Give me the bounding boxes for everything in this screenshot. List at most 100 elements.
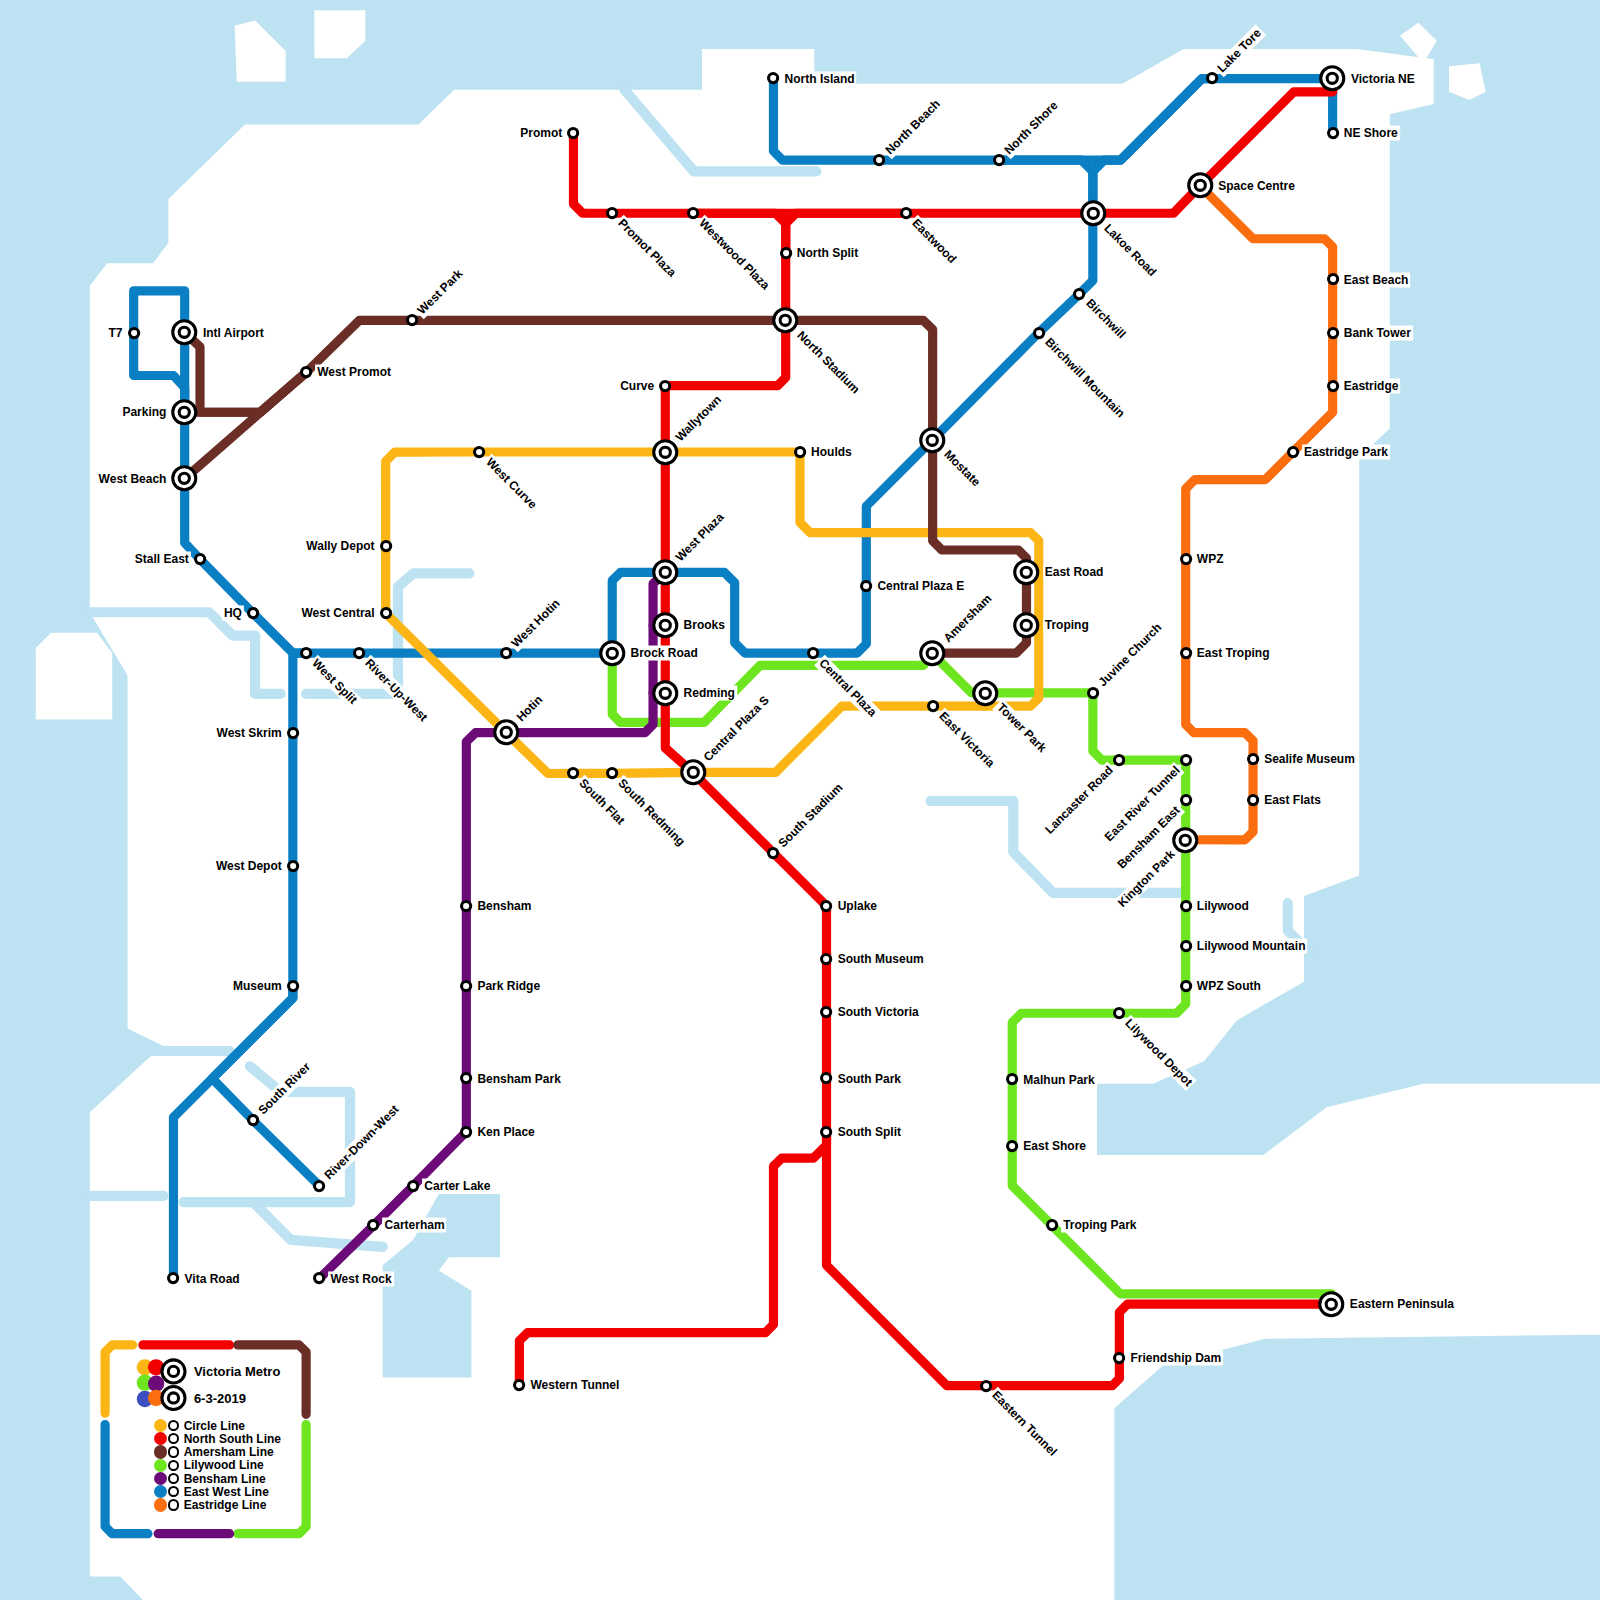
- marker-ring: [774, 309, 797, 332]
- line-segment: [1039, 294, 1080, 333]
- station-marker: [460, 1072, 472, 1084]
- station: Uplake: [820, 900, 832, 912]
- frame-line: [238, 1345, 306, 1414]
- station: Eastern Tunnel: [980, 1380, 992, 1392]
- station-name: Brooks: [682, 618, 727, 633]
- station-marker: [993, 154, 1005, 166]
- line-segment: [665, 572, 813, 653]
- marker-ring: [1021, 567, 1031, 577]
- station: Promot: [567, 127, 579, 139]
- station: East Shore: [1006, 1140, 1018, 1152]
- marker-ring: [1034, 328, 1043, 337]
- station: East Victoria: [927, 700, 939, 712]
- marker-ring: [607, 648, 617, 658]
- marker-ring: [809, 648, 818, 657]
- marker-ring: [248, 1116, 257, 1125]
- station-marker: [606, 207, 618, 219]
- station: Troping Park: [1046, 1219, 1058, 1231]
- legend-text: Lilywood Line: [184, 1459, 264, 1472]
- legend-text: North South Line: [184, 1432, 281, 1445]
- line-segment: [822, 1079, 831, 1132]
- legend-swatch: [154, 1472, 167, 1485]
- marker-ring: [1088, 688, 1097, 697]
- marker-ring: [822, 955, 831, 964]
- interchange-station: Brooks: [652, 612, 679, 639]
- legend-text: Amersham Line: [184, 1446, 274, 1459]
- station-name: Lake Tore: [1213, 25, 1266, 78]
- interchange-station: Amersham: [919, 640, 946, 667]
- emblem-ring: [162, 1360, 185, 1383]
- marker-ring: [1328, 73, 1338, 83]
- station-marker: [820, 1072, 832, 1084]
- marker-ring: [608, 769, 617, 778]
- frame-line: [105, 1345, 133, 1413]
- line-segment: [185, 333, 306, 413]
- station: Birchwill: [1073, 288, 1085, 300]
- station-name: Bensham Park: [475, 1071, 562, 1086]
- station-name: West Beach: [97, 471, 169, 486]
- station-marker: [287, 727, 299, 739]
- line-segment: [933, 333, 1039, 440]
- station-name: Bank Tower: [1342, 325, 1413, 340]
- station-name: Western Tunnel: [528, 1377, 621, 1392]
- station-name: Wally Depot: [304, 538, 376, 553]
- station-name: North Stadium: [792, 327, 864, 399]
- station-name: Sealife Museum: [1262, 752, 1357, 767]
- station-name: West Depot: [214, 859, 284, 874]
- marker-ring: [1015, 614, 1038, 637]
- marker-ring: [1288, 447, 1297, 456]
- marker-ring: [1320, 1293, 1343, 1316]
- station-marker: [1006, 1140, 1018, 1152]
- marker-ring: [1047, 1221, 1056, 1230]
- line-segment: [480, 447, 666, 456]
- marker-ring: [1015, 561, 1038, 584]
- station-name: Bensham: [475, 899, 533, 914]
- station-marker: [820, 900, 832, 912]
- marker-ring: [1181, 795, 1190, 804]
- station-name: North Shore: [1000, 97, 1062, 159]
- station-marker: [1180, 754, 1192, 766]
- station-marker: [1073, 288, 1085, 300]
- marker-ring: [1021, 620, 1031, 630]
- line-segment: [173, 986, 292, 1279]
- line-segment: [822, 906, 831, 959]
- station-marker: [606, 767, 618, 779]
- station-marker: [860, 580, 872, 592]
- station: West Central: [380, 607, 392, 619]
- marker-ring: [921, 642, 944, 665]
- station: West Park: [406, 314, 418, 326]
- station: River-Down-West: [313, 1180, 325, 1192]
- river: [90, 612, 281, 694]
- marker-ring: [1328, 328, 1337, 337]
- station-name: Redming: [682, 685, 737, 700]
- interchange-station: Tower Park: [972, 680, 999, 707]
- station-marker: [500, 647, 512, 659]
- marker-ring: [822, 1074, 831, 1083]
- marker-ring: [1181, 835, 1191, 845]
- station-marker: [247, 607, 259, 619]
- station: Vita Road: [167, 1272, 179, 1284]
- station-marker: [1327, 380, 1339, 392]
- station: Bensham: [460, 900, 472, 912]
- marker-ring: [381, 609, 390, 618]
- station: Stall East: [194, 553, 206, 565]
- station: Park Ridge: [460, 980, 472, 992]
- station-marker: [406, 314, 418, 326]
- station: West Depot: [287, 860, 299, 872]
- interchange-station: Mostate: [919, 427, 946, 454]
- station-marker: [1247, 753, 1259, 765]
- station-marker: [313, 1272, 325, 1284]
- station: Museum: [287, 980, 299, 992]
- interchange-station: West Beach: [171, 465, 198, 492]
- marker-ring: [355, 648, 364, 657]
- line-segment: [462, 986, 471, 1079]
- legend-swatch: [154, 1459, 167, 1472]
- marker-ring: [180, 473, 190, 483]
- marker-ring: [409, 1181, 418, 1190]
- line-segment: [412, 316, 785, 325]
- interchange-station: Intl Airport: [171, 319, 198, 346]
- station-name: West Skrim: [215, 725, 284, 740]
- marker-ring: [1088, 208, 1098, 218]
- station: Wally Depot: [380, 540, 392, 552]
